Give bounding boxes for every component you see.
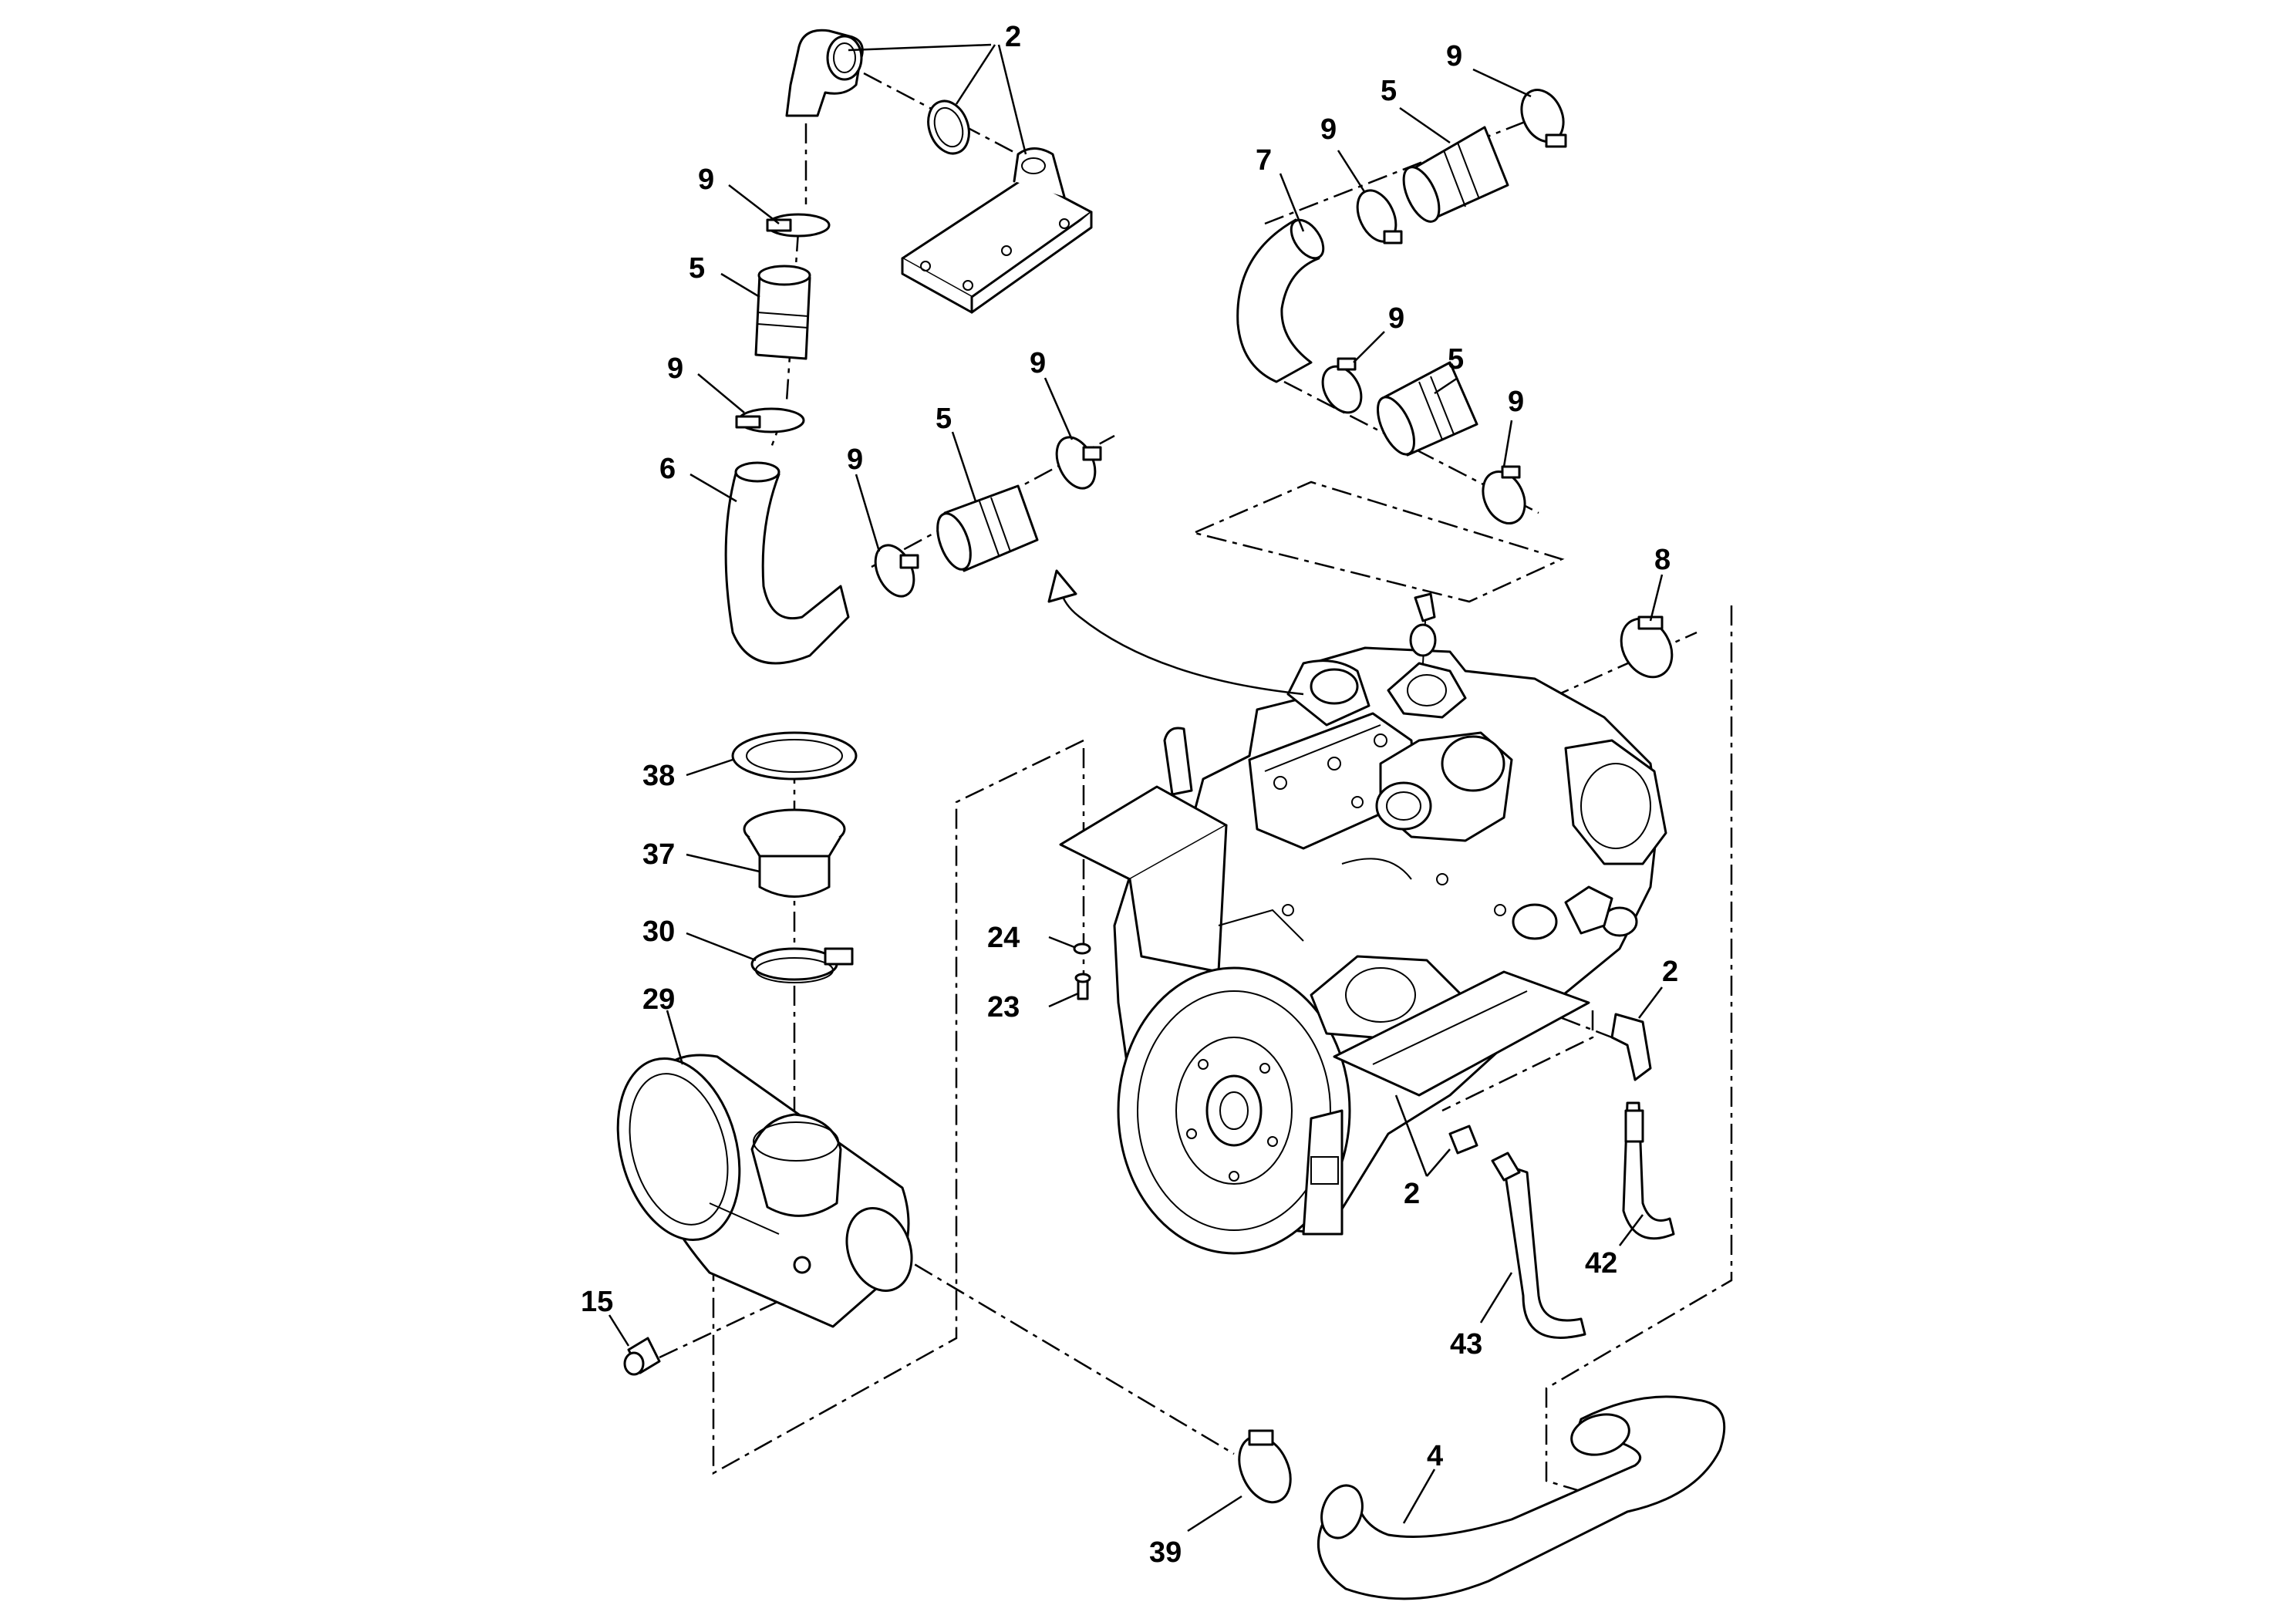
coupler-hose-5a (754, 265, 811, 360)
filter-adapter-37 (743, 808, 846, 898)
callout-5-a: 5 (689, 252, 705, 285)
main-intake-hose-4 (1317, 1395, 1726, 1600)
elbow-fitting-2-right (1610, 1013, 1652, 1081)
hose-clamp-9f (1356, 189, 1403, 244)
washer-24 (1073, 943, 1091, 955)
elbow-connector (785, 29, 864, 117)
hose-42 (1622, 1101, 1675, 1240)
hose-clamp-9a (766, 213, 831, 238)
hose-clamp-39 (1238, 1429, 1292, 1504)
hose-clamp-9e (1520, 89, 1567, 148)
hose-clamp-8 (1620, 615, 1674, 679)
bent-hose-6 (724, 461, 850, 665)
engine-block (1059, 592, 1667, 1255)
exhaust-manifold (901, 147, 1093, 314)
hose-clamp-9c (874, 544, 919, 598)
callout-38: 38 (642, 760, 675, 792)
callout-9-c: 9 (847, 443, 863, 476)
hose-clamp-9d (1055, 436, 1102, 490)
fitting-15 (623, 1337, 661, 1376)
hose-clamp-top (927, 99, 970, 155)
callout-9-d: 9 (1030, 347, 1046, 379)
callout-9-f: 9 (1320, 113, 1337, 146)
hose-clamp-9b (735, 407, 805, 433)
callout-5-d: 5 (1448, 343, 1464, 376)
callout-6: 6 (659, 453, 676, 485)
callout-labels: 2 9 5 9 6 9 5 9 9 5 7 9 9 5 9 8 38 37 30… (581, 21, 1678, 1569)
ring-seal-38 (731, 731, 858, 781)
callout-5-c: 5 (1381, 75, 1397, 107)
callout-5-b: 5 (936, 403, 952, 435)
callout-42: 42 (1585, 1247, 1617, 1280)
bolt-23 (1074, 973, 1091, 1000)
callout-30: 30 (642, 916, 675, 948)
hose-clamp-30 (750, 947, 854, 983)
callout-9-h: 9 (1508, 386, 1524, 418)
callout-9-b: 9 (667, 352, 683, 385)
callout-43: 43 (1450, 1328, 1482, 1361)
callout-9-e: 9 (1446, 40, 1462, 73)
callout-2-lower: 2 (1404, 1178, 1420, 1210)
callout-29: 29 (642, 983, 675, 1016)
callout-9-g: 9 (1388, 302, 1404, 335)
callout-39: 39 (1149, 1536, 1182, 1569)
air-cleaner-29 (616, 1054, 913, 1328)
callout-2-top: 2 (1005, 21, 1021, 53)
indicator-arrow (1047, 569, 1304, 696)
leader-lines (608, 43, 1664, 1533)
callout-7: 7 (1256, 144, 1272, 177)
coupler-hose-5d (1377, 361, 1478, 457)
callout-8: 8 (1654, 544, 1671, 576)
coupler-hose-5c (1402, 126, 1509, 223)
hose-clamp-9h (1482, 465, 1526, 524)
bent-hose-7 (1236, 218, 1325, 383)
callout-2-right: 2 (1662, 956, 1678, 988)
callout-24: 24 (987, 922, 1020, 954)
callout-9-a: 9 (698, 164, 714, 196)
coupler-hose-5b (936, 484, 1039, 572)
callout-15: 15 (581, 1286, 613, 1318)
callout-4: 4 (1427, 1440, 1443, 1472)
hose-43 (1491, 1152, 1586, 1339)
hose-clamp-9g (1321, 357, 1363, 414)
fitting-2-lower (1448, 1125, 1478, 1155)
callout-23: 23 (987, 991, 1020, 1023)
callout-37: 37 (642, 838, 675, 871)
